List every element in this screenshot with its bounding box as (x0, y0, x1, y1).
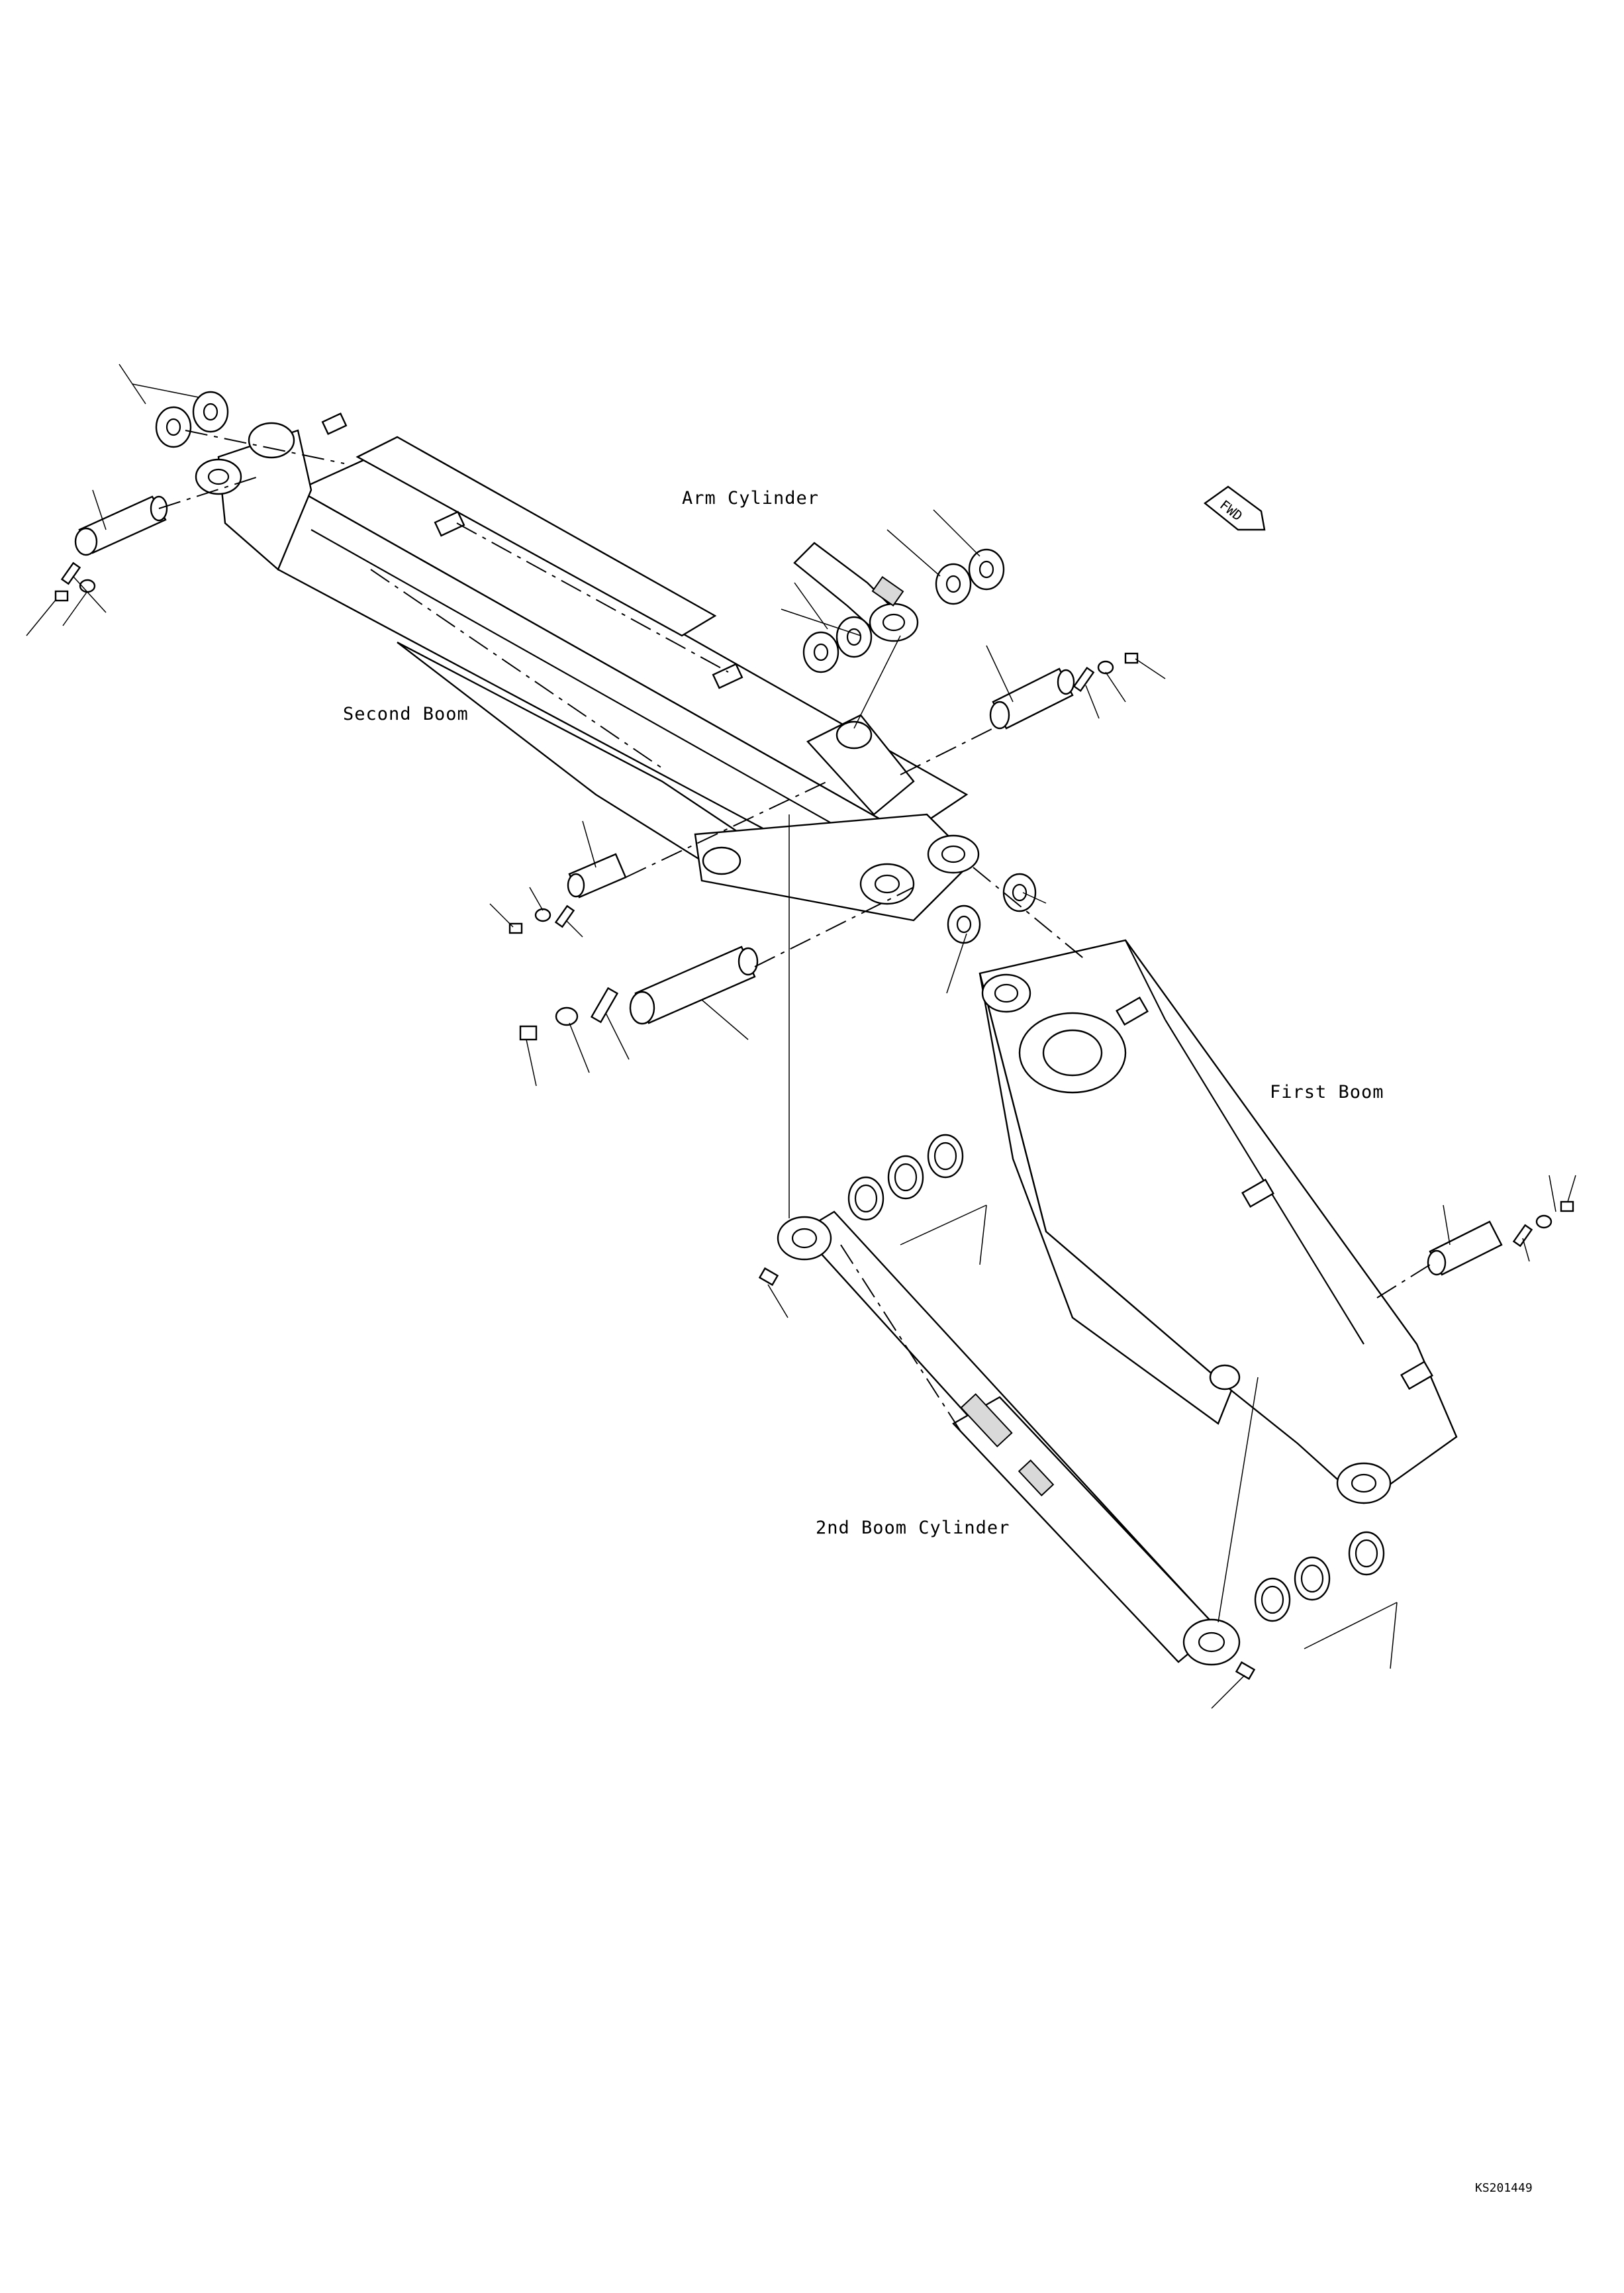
first-boom (979, 939, 1458, 1504)
pin-lower (629, 946, 759, 1025)
second-boom (195, 413, 980, 922)
leader-lines (26, 364, 1576, 1709)
pin-arm-right (989, 667, 1075, 730)
arm-cylinder (793, 542, 919, 642)
second-boom-cylinder-label: 2nd Boom Cylinder (816, 1518, 1010, 1538)
arm-cylinder-label: Arm Cylinder (682, 488, 819, 509)
forward-direction-marker: FWD (1204, 485, 1266, 531)
drawing-code: KS201449 (1475, 2181, 1533, 2195)
second-boom-cylinder (758, 1210, 1256, 1681)
second-boom-label: Second Boom (343, 704, 469, 724)
assembly-centerlines (158, 430, 1431, 1623)
pin-group (74, 495, 1503, 1276)
first-boom-label: First Boom (1270, 1082, 1384, 1102)
fastener-group (54, 561, 1574, 1247)
washer-group (155, 391, 1385, 1622)
pin-middle (567, 853, 627, 899)
pin-top-left (74, 495, 168, 556)
pin-first-boom-right (1427, 1220, 1503, 1276)
